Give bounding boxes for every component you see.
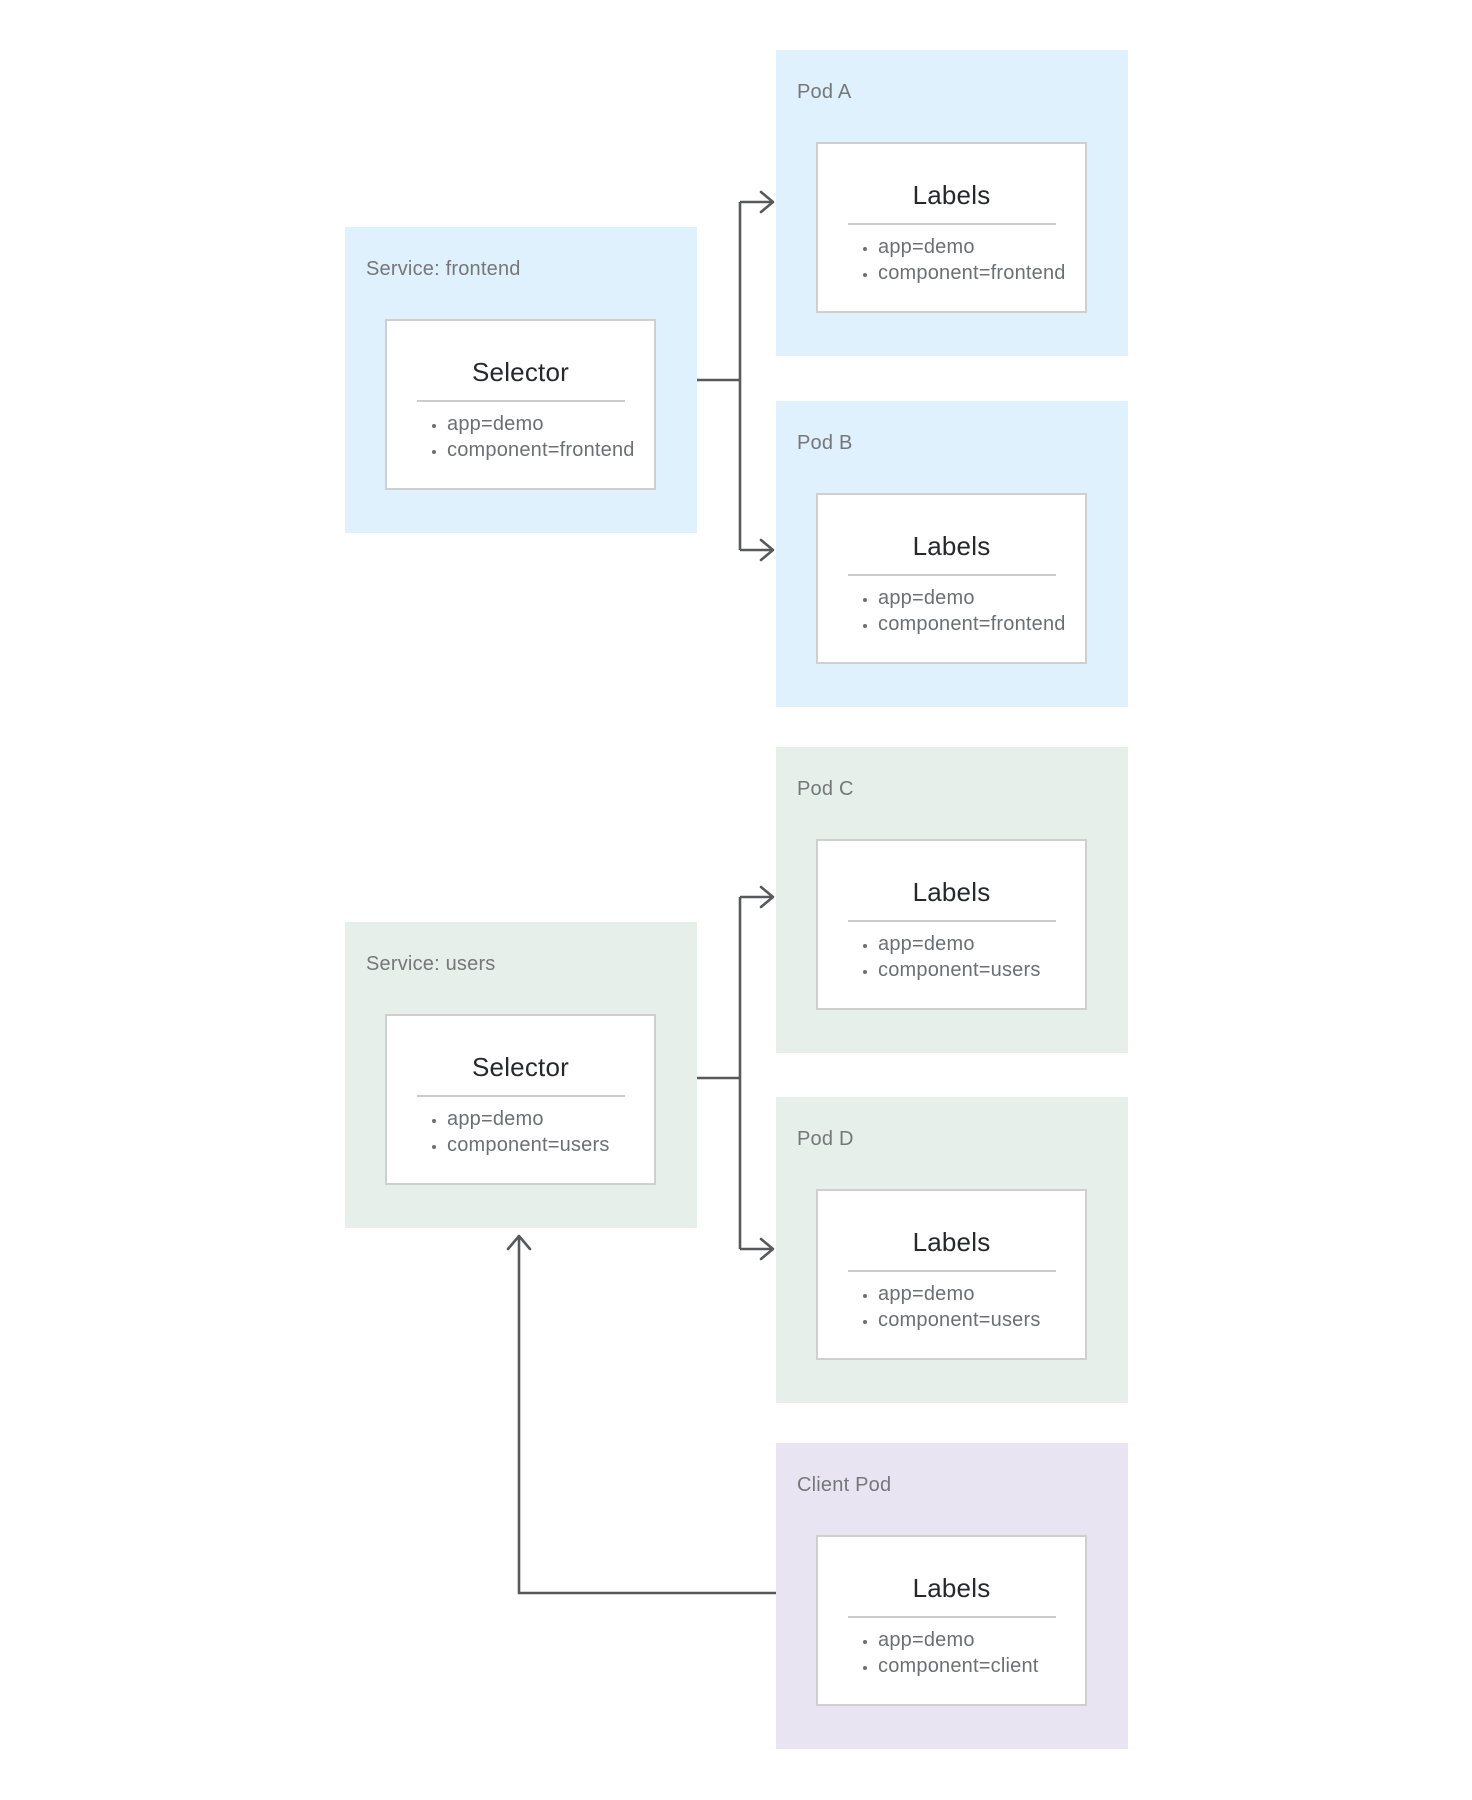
card-title: Selector <box>472 1052 569 1082</box>
labels-card: Labels app=demo component=users <box>816 839 1087 1010</box>
card-item: component=users <box>878 1307 1085 1333</box>
selector-card: Selector app=demo component=users <box>385 1014 656 1185</box>
card-item: component=users <box>878 957 1085 983</box>
labels-card: Labels app=demo component=users <box>816 1189 1087 1360</box>
card-items: app=demo component=frontend <box>818 585 1085 637</box>
card-item: component=users <box>447 1132 654 1158</box>
group-label: Pod C <box>797 778 854 800</box>
group-service-frontend: Service: frontend Selector app=demo comp… <box>345 227 697 533</box>
group-label: Service: frontend <box>366 258 521 280</box>
group-pod-a: Pod A Labels app=demo component=frontend <box>776 50 1128 356</box>
labels-card: Labels app=demo component=frontend <box>816 142 1087 313</box>
edge-service-frontend-to-pod-a <box>740 190 775 214</box>
card-divider <box>847 223 1056 225</box>
card-title: Selector <box>472 357 569 387</box>
card-item: component=frontend <box>878 260 1085 286</box>
group-service-users: Service: users Selector app=demo compone… <box>345 922 697 1228</box>
card-items: app=demo component=users <box>818 931 1085 983</box>
group-label: Client Pod <box>797 1474 892 1496</box>
card-title: Labels <box>912 877 991 907</box>
card-items: app=demo component=client <box>818 1627 1085 1679</box>
edge-service-users-stub <box>695 897 742 1249</box>
labels-card: Labels app=demo component=client <box>816 1535 1087 1706</box>
card-items: app=demo component=frontend <box>818 234 1085 286</box>
card-divider <box>847 1616 1056 1618</box>
group-label: Pod D <box>797 1128 854 1150</box>
card-divider <box>847 1270 1056 1272</box>
group-label: Service: users <box>366 953 496 975</box>
edge-service-users-to-pod-d <box>740 1237 775 1261</box>
card-title: Labels <box>912 180 991 210</box>
card-divider <box>416 1095 625 1097</box>
labels-card: Labels app=demo component=frontend <box>816 493 1087 664</box>
card-items: app=demo component=users <box>387 1106 654 1158</box>
card-item: app=demo <box>447 411 654 437</box>
card-item: app=demo <box>878 1281 1085 1307</box>
card-divider <box>847 920 1056 922</box>
card-item: app=demo <box>878 931 1085 957</box>
edge-service-frontend-to-pod-b <box>740 538 775 562</box>
card-items: app=demo component=users <box>818 1281 1085 1333</box>
card-title: Labels <box>912 1227 991 1257</box>
group-pod-c: Pod C Labels app=demo component=users <box>776 747 1128 1053</box>
group-label: Pod B <box>797 432 853 454</box>
card-items: app=demo component=frontend <box>387 411 654 463</box>
card-item: component=frontend <box>447 437 654 463</box>
card-item: app=demo <box>878 234 1085 260</box>
group-pod-d: Pod D Labels app=demo component=users <box>776 1097 1128 1403</box>
edge-client-pod-to-service-users <box>506 1234 776 1595</box>
group-client-pod: Client Pod Labels app=demo component=cli… <box>776 1443 1128 1749</box>
card-title: Labels <box>912 531 991 561</box>
group-pod-b: Pod B Labels app=demo component=frontend <box>776 401 1128 707</box>
card-item: component=frontend <box>878 611 1085 637</box>
selector-card: Selector app=demo component=frontend <box>385 319 656 490</box>
card-item: app=demo <box>878 585 1085 611</box>
card-item: component=client <box>878 1653 1085 1679</box>
card-divider <box>416 400 625 402</box>
card-item: app=demo <box>878 1627 1085 1653</box>
edge-service-users-to-pod-c <box>740 885 775 909</box>
card-item: app=demo <box>447 1106 654 1132</box>
edge-service-frontend-stub <box>695 202 742 550</box>
card-divider <box>847 574 1056 576</box>
card-title: Labels <box>912 1573 991 1603</box>
group-label: Pod A <box>797 81 852 103</box>
